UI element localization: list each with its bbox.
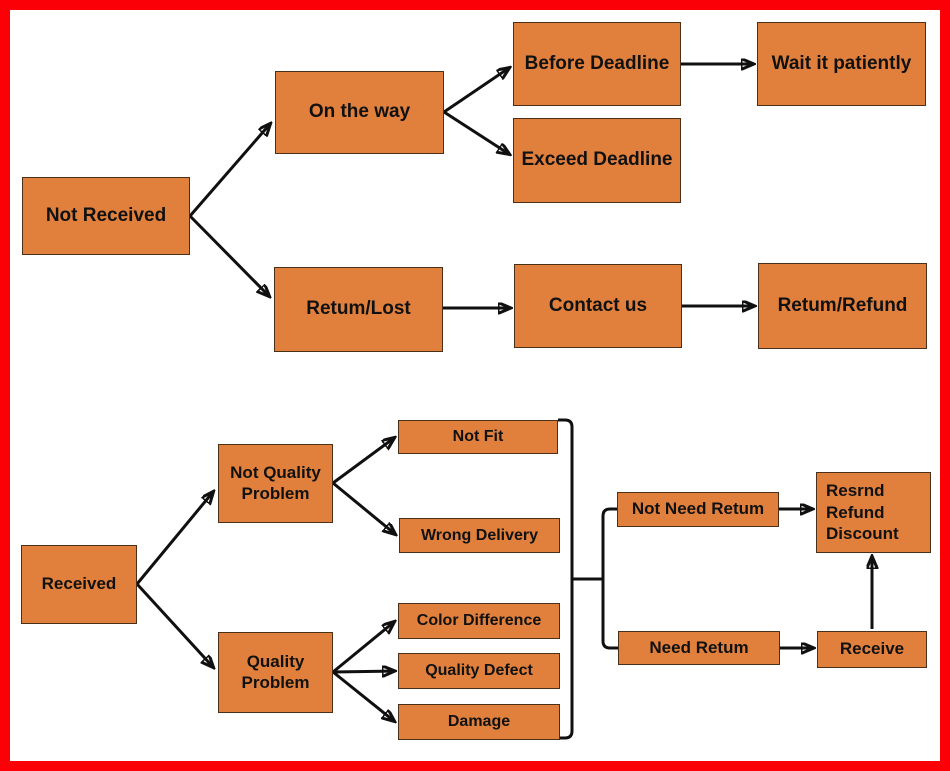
arrow-quality-problem-to-color-difference <box>332 622 394 674</box>
arrow-on-the-way-to-before-deadline <box>443 68 509 114</box>
node-contact-us: Contact us <box>514 264 682 348</box>
arrow-not-quality-problem-to-wrong-delivery <box>332 481 395 534</box>
node-not-quality-problem: Not Quality Problem <box>218 444 333 523</box>
node-quality-defect: Quality Defect <box>398 653 560 689</box>
node-receive: Receive <box>817 631 927 668</box>
node-received: Received <box>21 545 137 624</box>
node-wrong-delivery: Wrong Delivery <box>399 518 560 553</box>
arrow-not-quality-problem-to-not-fit <box>332 438 394 485</box>
node-damage: Damage <box>398 704 560 740</box>
node-wait-it-patiently: Wait it patiently <box>757 22 926 106</box>
node-resrnd-refund-discount: Resrnd Refund Discount <box>816 472 931 553</box>
bracket-retum-split <box>601 507 618 650</box>
arrow-received-to-not-quality-problem <box>135 492 213 585</box>
node-not-need-retum: Not Need Retum <box>617 492 779 527</box>
node-quality-problem: Quality Problem <box>218 632 333 713</box>
arrow-quality-problem-to-damage <box>332 670 394 721</box>
node-retum-lost: Retum/Lost <box>274 267 443 352</box>
node-need-retum: Need Retum <box>618 631 780 665</box>
arrow-on-the-way-to-exceed-deadline <box>443 110 509 154</box>
node-before-deadline: Before Deadline <box>513 22 681 106</box>
arrow-received-to-quality-problem <box>135 582 213 667</box>
node-retum-refund: Retum/Refund <box>758 263 927 349</box>
node-color-difference: Color Difference <box>398 603 560 639</box>
arrow-not-received-to-retum-lost <box>188 214 269 296</box>
node-not-fit: Not Fit <box>398 420 558 454</box>
arrow-not-received-to-on-the-way <box>188 124 270 217</box>
flowchart-canvas: Not Received On the way Before Deadline … <box>10 10 940 761</box>
bracket-outcome-group <box>558 418 574 740</box>
node-on-the-way: On the way <box>275 71 444 154</box>
arrow-quality-problem-to-quality-defect <box>332 671 394 672</box>
connector-layer <box>135 10 940 740</box>
node-exceed-deadline: Exceed Deadline <box>513 118 681 203</box>
node-not-received: Not Received <box>22 177 190 255</box>
